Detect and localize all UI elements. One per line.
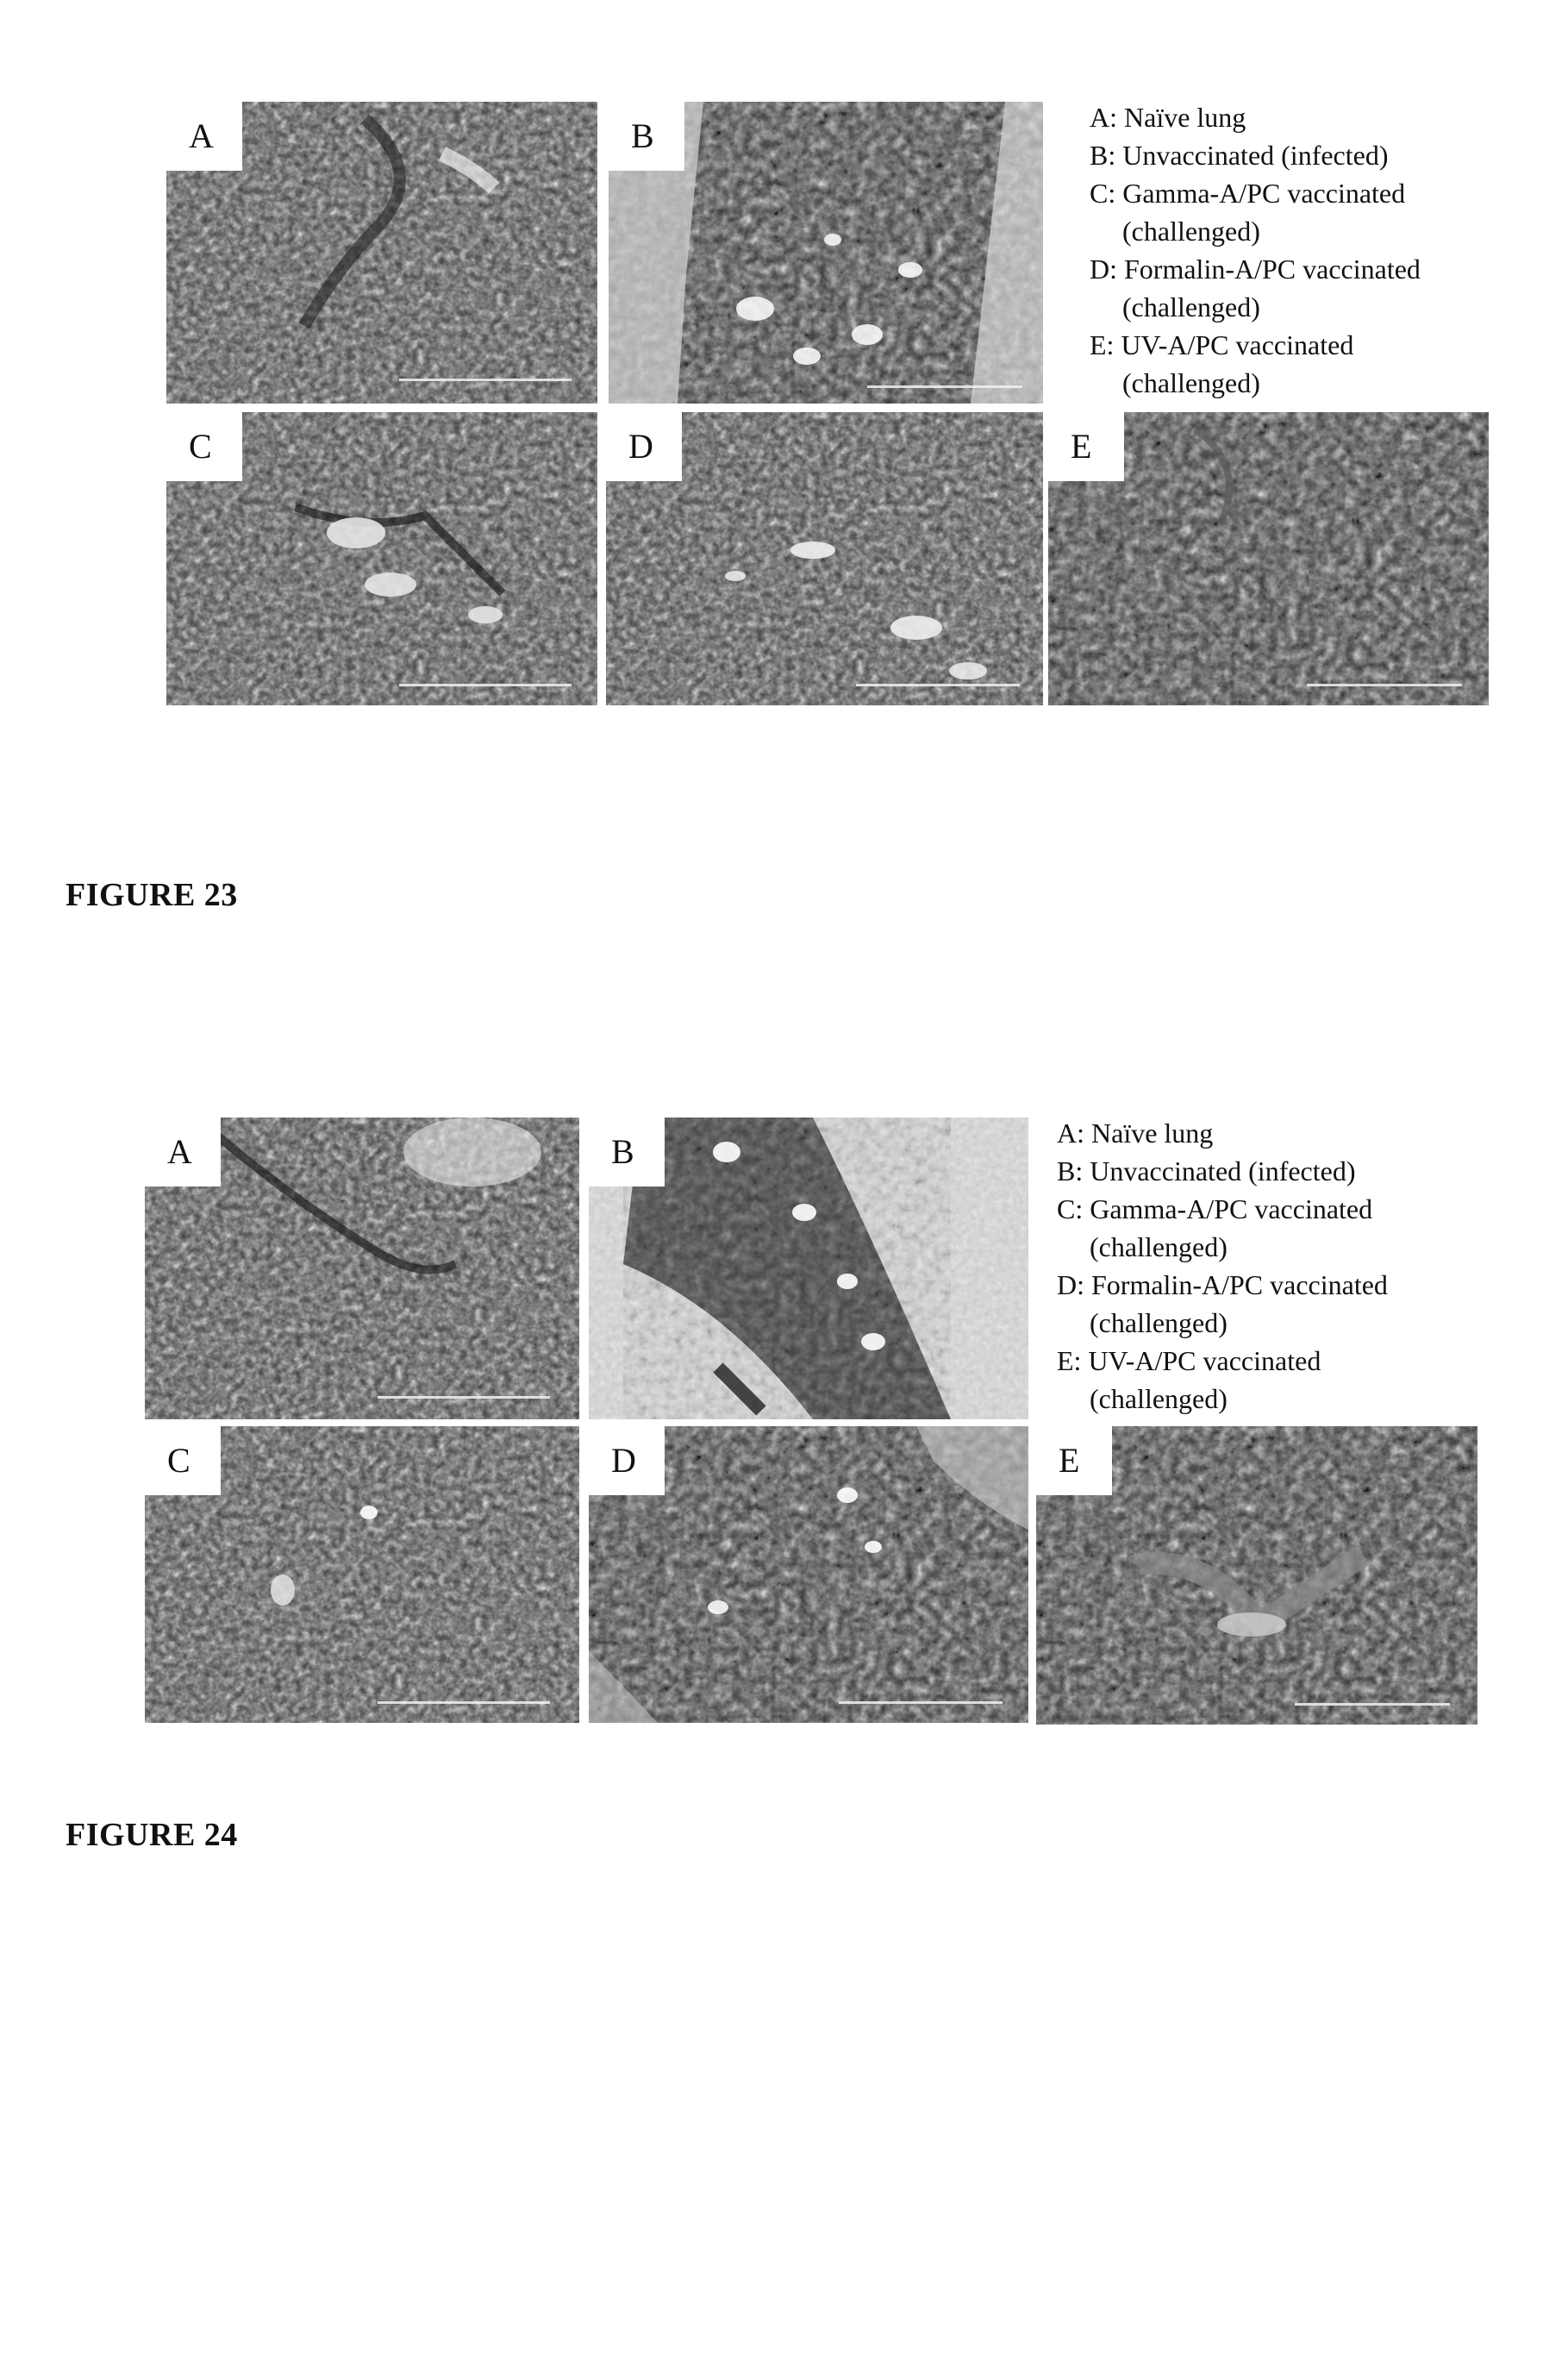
legend-item-d: D: Formalin-A/PC vaccinated: [1057, 1266, 1388, 1304]
scale-bar: [1307, 684, 1462, 686]
micrograph-panel-c: C: [145, 1426, 579, 1723]
micrograph-panel-e: E: [1048, 412, 1489, 705]
micrograph-panel-b: B: [589, 1118, 1028, 1419]
legend-item-d: D: Formalin-A/PC vaccinated: [1090, 250, 1421, 288]
micrograph-panel-d: D: [606, 412, 1043, 705]
scale-bar: [378, 1701, 550, 1704]
legend-item-d-note: (challenged): [1090, 288, 1421, 326]
micrograph-panel-a: A: [166, 102, 597, 404]
figure-legend: A: Naïve lung B: Unvaccinated (infected)…: [1057, 1114, 1388, 1418]
legend-item-e-note: (challenged): [1090, 364, 1421, 402]
legend-item-b: B: Unvaccinated (infected): [1057, 1152, 1388, 1190]
panel-label: C: [166, 412, 242, 481]
legend-item-c: C: Gamma-A/PC vaccinated: [1090, 174, 1421, 212]
scale-bar: [399, 684, 572, 686]
panel-label: E: [1036, 1426, 1112, 1495]
legend-item-e: E: UV-A/PC vaccinated: [1057, 1342, 1388, 1380]
scale-bar: [867, 385, 1022, 388]
scale-bar: [378, 1396, 550, 1399]
scale-bar: [399, 379, 572, 381]
micrograph-panel-a: A: [145, 1118, 579, 1419]
panel-label: B: [589, 1118, 665, 1186]
scale-bar: [1295, 1703, 1450, 1706]
figure-caption: FIGURE 24: [66, 1816, 238, 1854]
legend-item-a: A: Naïve lung: [1090, 98, 1421, 136]
legend-item-c: C: Gamma-A/PC vaccinated: [1057, 1190, 1388, 1228]
panel-label: B: [609, 102, 684, 171]
panel-label: D: [606, 412, 682, 481]
micrograph-panel-c: C: [166, 412, 597, 705]
micrograph-panel-b: B: [609, 102, 1043, 404]
panel-label: D: [589, 1426, 665, 1495]
legend-item-c-note: (challenged): [1057, 1228, 1388, 1266]
figure-caption: FIGURE 23: [66, 876, 238, 914]
panel-label: C: [145, 1426, 221, 1495]
micrograph-panel-e: E: [1036, 1426, 1477, 1725]
panel-label: A: [166, 102, 242, 171]
legend-item-e-note: (challenged): [1057, 1380, 1388, 1418]
micrograph-panel-d: D: [589, 1426, 1028, 1723]
legend-item-c-note: (challenged): [1090, 212, 1421, 250]
legend-item-d-note: (challenged): [1057, 1304, 1388, 1342]
figure-legend: A: Naïve lung B: Unvaccinated (infected)…: [1090, 98, 1421, 402]
scale-bar: [839, 1701, 1003, 1704]
legend-item-a: A: Naïve lung: [1057, 1114, 1388, 1152]
panel-label: E: [1048, 412, 1124, 481]
legend-item-b: B: Unvaccinated (infected): [1090, 136, 1421, 174]
legend-item-e: E: UV-A/PC vaccinated: [1090, 326, 1421, 364]
scale-bar: [856, 684, 1020, 686]
panel-label: A: [145, 1118, 221, 1186]
